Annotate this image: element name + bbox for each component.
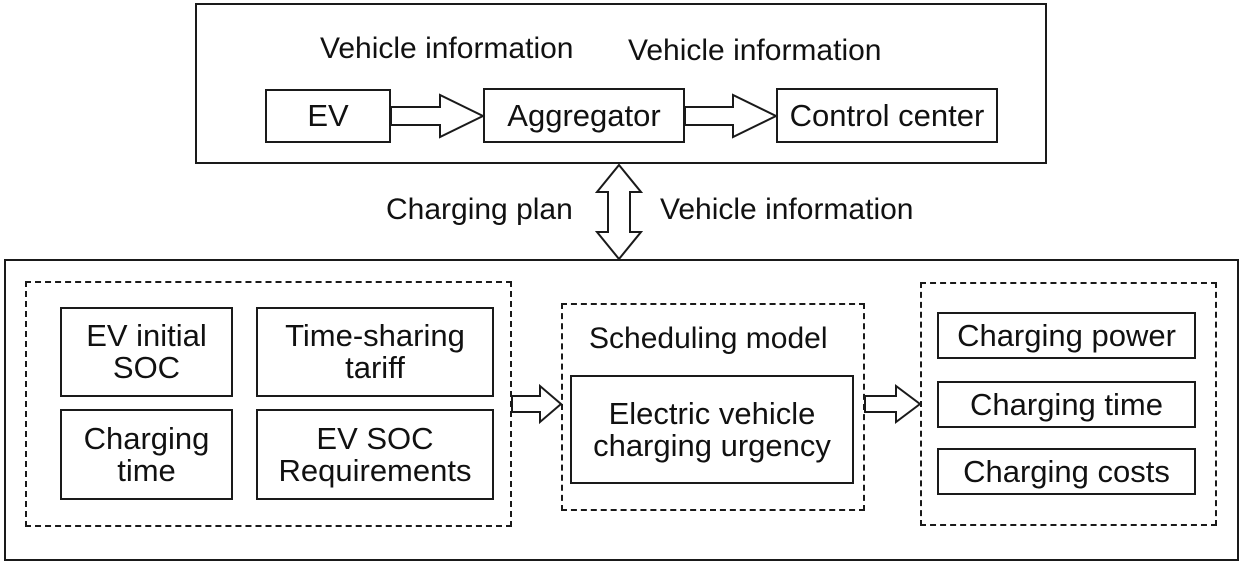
aggregator-box: Aggregator <box>483 88 685 143</box>
charging-power-box: Charging power <box>937 312 1196 359</box>
charging-urgency-box: Electric vehicle charging urgency <box>570 375 854 484</box>
charging-costs-box: Charging costs <box>937 448 1196 495</box>
vehicle-information-label-left: Vehicle information <box>320 32 574 65</box>
charging-plan-label: Charging plan <box>386 193 573 226</box>
scheduling-model-title: Scheduling model <box>589 322 828 355</box>
arrow-aggregator-to-control-center <box>684 93 779 139</box>
ev-box: EV <box>265 89 391 143</box>
arrow-model-to-outputs <box>864 384 922 424</box>
arrow-ev-to-aggregator <box>390 93 486 139</box>
vehicle-information-frame <box>195 3 1047 164</box>
scheduling-frame <box>4 259 1239 561</box>
ev-soc-requirements-box: EV SOC Requirements <box>256 409 494 500</box>
charging-time-input-box: Charging time <box>60 409 233 500</box>
arrow-inputs-to-model <box>511 383 563 425</box>
arrow-bidirectional-link <box>594 163 644 261</box>
ev-initial-soc-box: EV initial SOC <box>60 307 233 397</box>
charging-time-output-box: Charging time <box>937 381 1196 428</box>
vehicle-information-label-link: Vehicle information <box>660 193 914 226</box>
control-center-box: Control center <box>776 88 998 143</box>
time-sharing-tariff-box: Time-sharing tariff <box>256 307 494 397</box>
vehicle-information-label-right: Vehicle information <box>628 34 882 67</box>
